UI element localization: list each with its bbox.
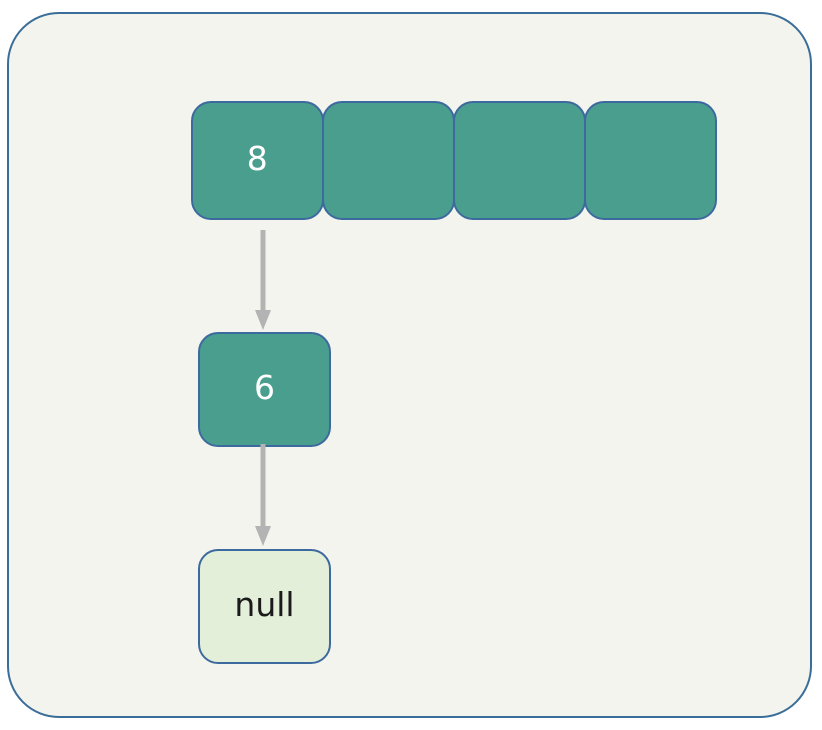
node-null-label: null xyxy=(234,585,295,624)
array-cell-0-label: 8 xyxy=(246,139,269,178)
node-6[interactable]: 6 xyxy=(198,332,331,447)
arrow-node-6-to-null-icon xyxy=(255,444,271,546)
node-6-label: 6 xyxy=(254,368,275,407)
array-cell-3[interactable] xyxy=(584,101,717,220)
arrow-head-to-node-6-icon xyxy=(255,230,271,330)
array-cell-1[interactable] xyxy=(322,101,455,220)
diagram-canvas: 8 6 null xyxy=(7,12,812,718)
array-cell-2[interactable] xyxy=(453,101,586,220)
array-row: 8 xyxy=(191,101,717,220)
array-cell-0[interactable]: 8 xyxy=(191,101,324,220)
node-null[interactable]: null xyxy=(198,549,331,664)
